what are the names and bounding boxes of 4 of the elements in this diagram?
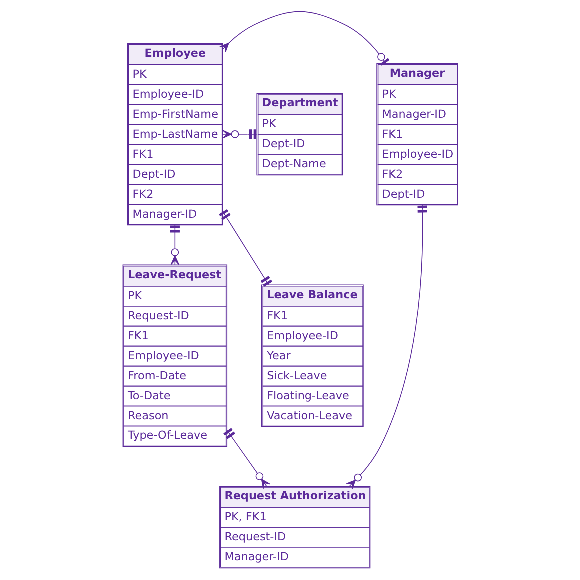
connector: [219, 11, 390, 66]
connector: [218, 209, 272, 287]
connector: [223, 428, 270, 490]
connector: [346, 204, 427, 490]
